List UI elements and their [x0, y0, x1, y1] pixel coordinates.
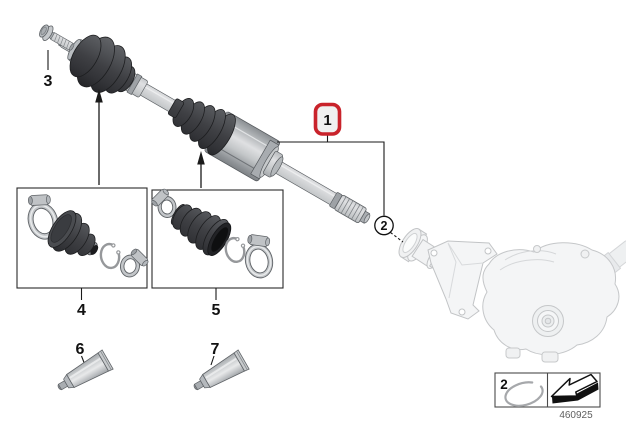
callout-2-label: 2: [381, 219, 388, 233]
hose-clamp-large-kit5: [244, 234, 274, 279]
boot-kit-5-arrow: [197, 151, 205, 188]
inner-cv-boot: [167, 98, 236, 156]
callout-4-label[interactable]: 4: [77, 302, 86, 319]
callout-2-dashed-leader: [390, 232, 404, 243]
spline-end: [334, 194, 371, 224]
legend-box: 2: [494, 372, 601, 408]
part-number: 460925: [559, 410, 593, 421]
callout-3-label[interactable]: 3: [44, 73, 53, 90]
output-shaft-drawing: [58, 34, 371, 224]
hub-bolt-drawing: [39, 24, 75, 51]
differential-mount-bracket: [427, 240, 498, 320]
hose-clamp-small-kit5: [151, 188, 177, 218]
boot-kit-box-5: [151, 188, 284, 289]
cv-boot-kit4: [47, 210, 99, 256]
bellows-boot-kit5: [170, 204, 232, 256]
callout-1-badge[interactable]: 1: [313, 102, 342, 136]
boot-kit-box-4: [16, 187, 149, 289]
differential-housing: [482, 242, 620, 363]
hose-clamp-small-kit4: [120, 248, 149, 278]
callout-1-label: 1: [323, 112, 331, 129]
snap-ring-kit5: [224, 236, 246, 264]
grease-tube-6: [57, 349, 114, 391]
snap-ring-icon: [504, 381, 544, 407]
callout-5-label[interactable]: 5: [212, 302, 221, 319]
outer-cv-boot: [69, 34, 136, 94]
grease-tube-7: [193, 349, 250, 391]
direction-arrow-icon: [550, 373, 599, 404]
callout-6-label[interactable]: 6: [76, 341, 85, 358]
callout-7-label[interactable]: 7: [211, 341, 220, 358]
legend-item-label: 2: [500, 377, 508, 392]
snap-ring-kit4: [99, 242, 121, 270]
boot-kit-4-arrow: [95, 89, 103, 185]
callout-2-circle[interactable]: 2: [374, 215, 394, 236]
callout-7-leader: [210, 355, 215, 366]
differential-illustration: [398, 228, 626, 363]
